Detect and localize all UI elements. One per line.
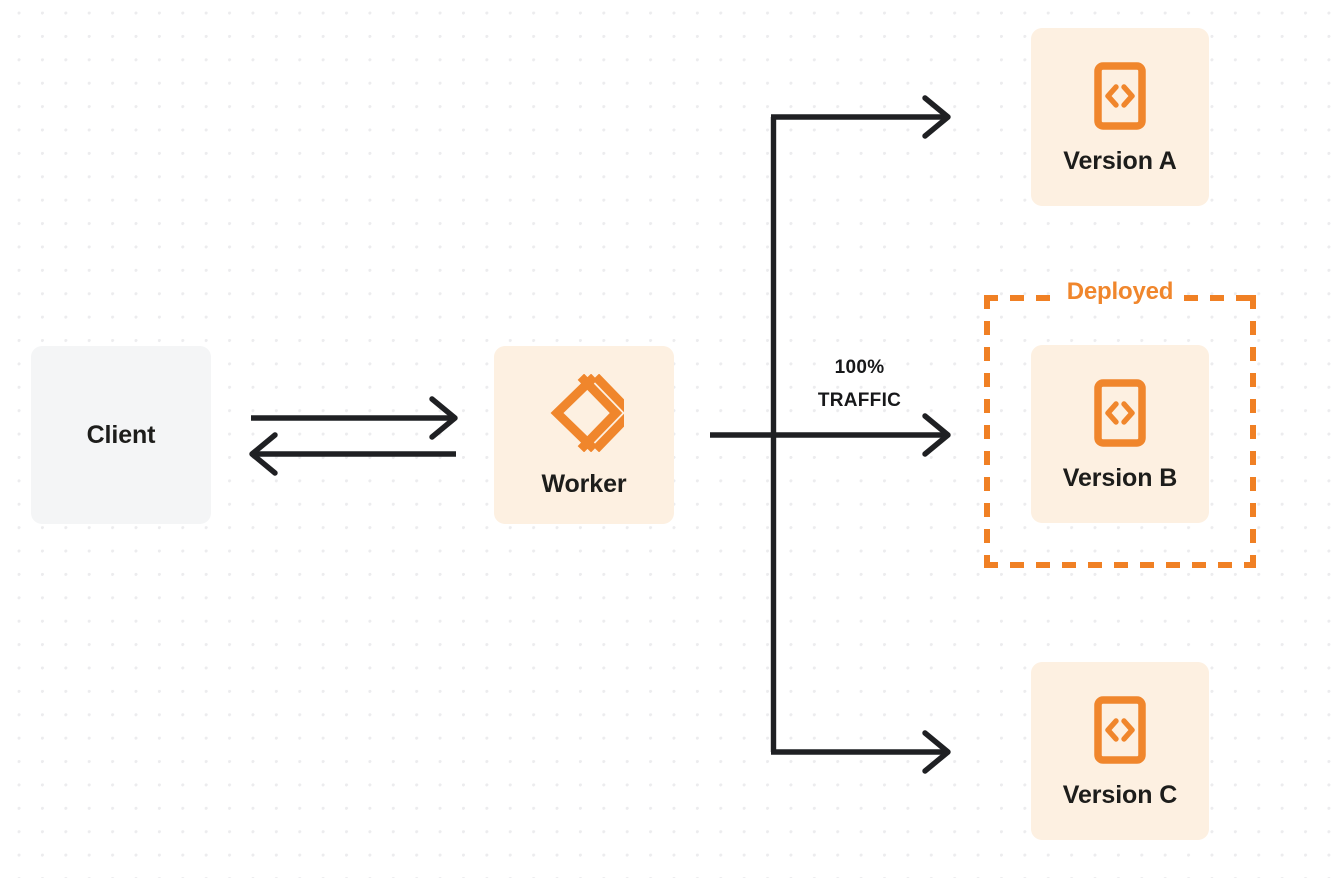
node-worker-label: Worker bbox=[541, 469, 627, 498]
code-file-icon bbox=[1093, 695, 1147, 765]
arrow-worker-to-version-c bbox=[771, 730, 951, 774]
traffic-label: 100% TRAFFIC bbox=[787, 351, 932, 417]
node-client[interactable]: Client bbox=[31, 346, 211, 524]
deployed-region-border-right bbox=[1250, 295, 1256, 568]
deployed-region-border-top-right bbox=[1184, 295, 1256, 301]
cloudflare-workers-icon bbox=[544, 373, 638, 452]
deployed-label: Deployed bbox=[1066, 278, 1174, 305]
arrow-worker-to-version-b bbox=[710, 413, 951, 457]
code-file-icon bbox=[1093, 61, 1147, 131]
code-file-icon bbox=[1093, 378, 1147, 448]
deployed-region-border-bottom bbox=[984, 562, 1256, 568]
node-worker[interactable]: Worker bbox=[494, 346, 674, 524]
arrow-worker-to-client bbox=[249, 432, 456, 476]
traffic-percent: 100% bbox=[834, 357, 885, 378]
arrow-worker-to-version-a bbox=[771, 95, 951, 139]
node-version-c-label: Version C bbox=[1062, 780, 1178, 809]
node-version-a[interactable]: Version A bbox=[1031, 28, 1209, 206]
arrow-client-to-worker bbox=[251, 396, 458, 440]
deployed-region-border-top-left bbox=[984, 295, 1056, 301]
node-version-a-label: Version A bbox=[1063, 146, 1177, 175]
deployed-region-border-left bbox=[984, 295, 990, 568]
node-client-label: Client bbox=[86, 420, 156, 449]
deployed-region: Deployed bbox=[984, 280, 1256, 568]
node-version-c[interactable]: Version C bbox=[1031, 662, 1209, 840]
node-version-b[interactable]: Version B bbox=[1031, 345, 1209, 523]
traffic-word: TRAFFIC bbox=[817, 390, 902, 411]
node-version-b-label: Version B bbox=[1062, 463, 1178, 492]
